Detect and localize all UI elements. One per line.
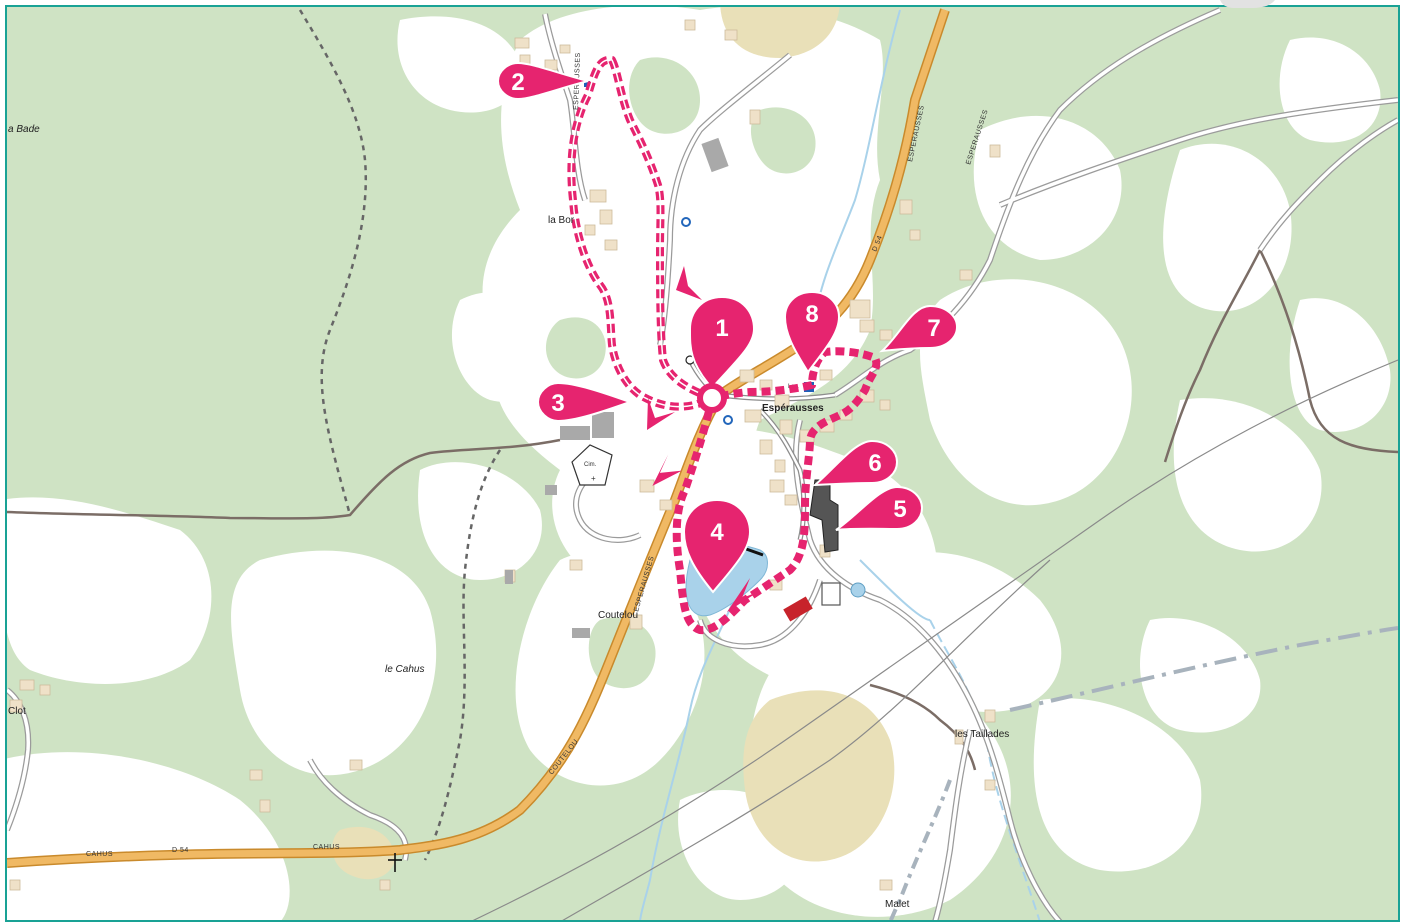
place-label-coutelou: Coutelou	[598, 610, 638, 621]
cross-symbol: +	[591, 474, 596, 483]
trails	[7, 249, 1398, 771]
place-label-clot: Clot	[8, 706, 26, 717]
marker-3[interactable]: 3	[536, 381, 633, 423]
corner-tab	[1220, 0, 1275, 8]
start-circle	[697, 383, 727, 413]
road-label: D 54	[172, 847, 189, 854]
bus-stop-icon	[681, 217, 691, 227]
church	[809, 479, 839, 553]
direction-arrows	[647, 266, 758, 612]
info-icon	[584, 81, 590, 87]
marker-6-label: 6	[868, 450, 881, 477]
marker-8[interactable]: 8	[783, 290, 841, 374]
map-frame	[5, 5, 1400, 922]
marker-1[interactable]: 1	[688, 295, 756, 413]
marker-7[interactable]: 7	[878, 304, 959, 353]
cemetery-label: Cim.	[584, 462, 597, 468]
marker-4[interactable]: 4	[682, 498, 752, 594]
cemetery	[571, 444, 613, 486]
bus-stop-icon	[723, 415, 733, 425]
boundary-line-2	[888, 779, 952, 922]
tracks	[298, 9, 502, 861]
marker-4-label: 4	[710, 519, 724, 546]
marker-7-label: 7	[927, 315, 940, 342]
sheds	[505, 137, 729, 638]
place-label-esperausses: Espérausses	[762, 403, 824, 414]
marker-5[interactable]: 5	[835, 485, 924, 531]
place-label-bade: a Bade	[8, 124, 40, 135]
marker-1-label: 1	[715, 315, 728, 342]
marker-8-label: 8	[805, 301, 818, 328]
fields	[332, 7, 895, 880]
power-lines	[469, 359, 1398, 922]
buildings	[9, 19, 1001, 891]
white-building	[821, 582, 841, 606]
road-label: CAHUS	[86, 851, 113, 858]
main-road-d54	[7, 8, 950, 868]
place-label-le-cahus: le Cahus	[385, 664, 424, 675]
place-label-les-taillades: les Taillades	[955, 729, 1009, 740]
marker-5-label: 5	[893, 496, 906, 523]
pond	[850, 582, 866, 598]
marker-3-label: 3	[551, 390, 564, 417]
marker-6[interactable]: 6	[812, 439, 899, 487]
marker-2[interactable]: 2	[496, 61, 589, 101]
place-label-la-bor: la Bor	[548, 215, 575, 226]
place-label-malet: Malet	[885, 899, 910, 910]
walking-route	[567, 55, 881, 635]
red-building	[783, 596, 813, 622]
wayside-cross	[388, 853, 402, 872]
marker-2-label: 2	[511, 69, 524, 96]
boundary-line	[1009, 626, 1398, 712]
road-label: CAHUS	[313, 844, 340, 851]
